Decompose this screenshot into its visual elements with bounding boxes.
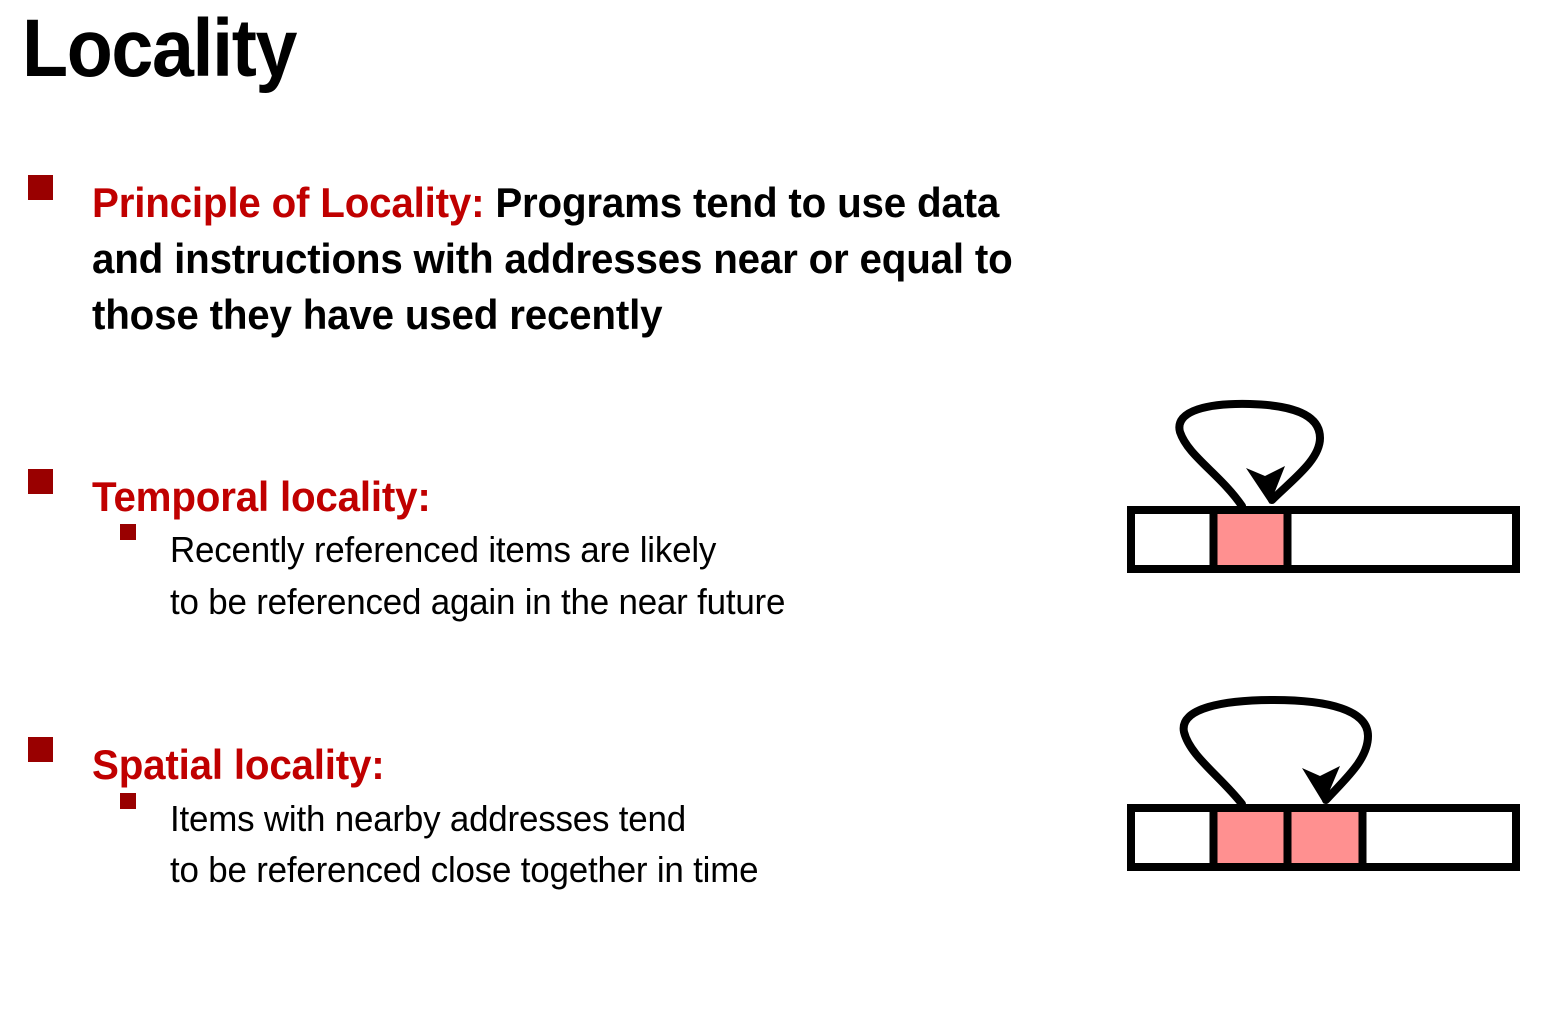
memory-bar-spatial	[1127, 804, 1520, 871]
bullet-temporal-locality: Temporal locality:	[0, 468, 1120, 525]
sub-bullet-spatial: Items with nearby addresses tend to be r…	[0, 792, 1120, 895]
bullet-principle-text: Principle of Locality: Programs tend to …	[92, 175, 1079, 343]
sub-bullet-spatial-line-2: to be referenced close together in time	[170, 848, 759, 890]
highlighted-cell	[1213, 812, 1288, 863]
sub-bullet-temporal-text: Recently referenced items are likely to …	[170, 524, 1092, 626]
spatial-locality-diagram	[1124, 694, 1524, 884]
small-square-bullet-icon	[120, 524, 136, 541]
page-title: Locality	[22, 3, 297, 94]
arrowhead-icon	[1246, 466, 1285, 504]
small-square-bullet-icon	[120, 792, 136, 809]
temporal-locality-diagram	[1124, 396, 1524, 586]
bullet-principle-lead: Principle of Locality:	[92, 179, 485, 226]
spacer-after-principle	[0, 343, 1120, 469]
bullet-principle-rest: Programs tend to use data and instructio…	[92, 179, 1013, 338]
square-bullet-icon	[28, 736, 53, 762]
spacer-after-temporal	[0, 627, 1120, 737]
square-bullet-icon	[28, 468, 53, 494]
sub-bullet-spatial-text: Items with nearby addresses tend to be r…	[170, 793, 1092, 895]
bullet-principle-of-locality: Principle of Locality: Programs tend to …	[0, 175, 1120, 343]
sub-bullet-temporal-line-2: to be referenced again in the near futur…	[170, 580, 786, 622]
sub-bullet-temporal: Recently referenced items are likely to …	[0, 524, 1120, 626]
arrowhead-icon	[1302, 766, 1340, 804]
bullet-spatial-locality: Spatial locality:	[0, 736, 1120, 793]
square-bullet-icon	[28, 175, 53, 200]
loop-arrow-icon	[1179, 696, 1372, 808]
loop-arrow-icon	[1175, 399, 1324, 510]
highlighted-cell-adjacent	[1287, 812, 1363, 863]
sub-bullet-spatial-line-1: Items with nearby addresses tend	[170, 797, 686, 839]
memory-bar-temporal	[1127, 506, 1520, 573]
bullet-spatial-heading: Spatial locality:	[92, 740, 385, 788]
sub-bullet-temporal-line-1: Recently referenced items are likely	[170, 529, 717, 571]
bullet-temporal-heading: Temporal locality:	[92, 472, 431, 520]
slide-body: Principle of Locality: Programs tend to …	[0, 175, 1120, 895]
highlighted-cell	[1213, 514, 1288, 565]
